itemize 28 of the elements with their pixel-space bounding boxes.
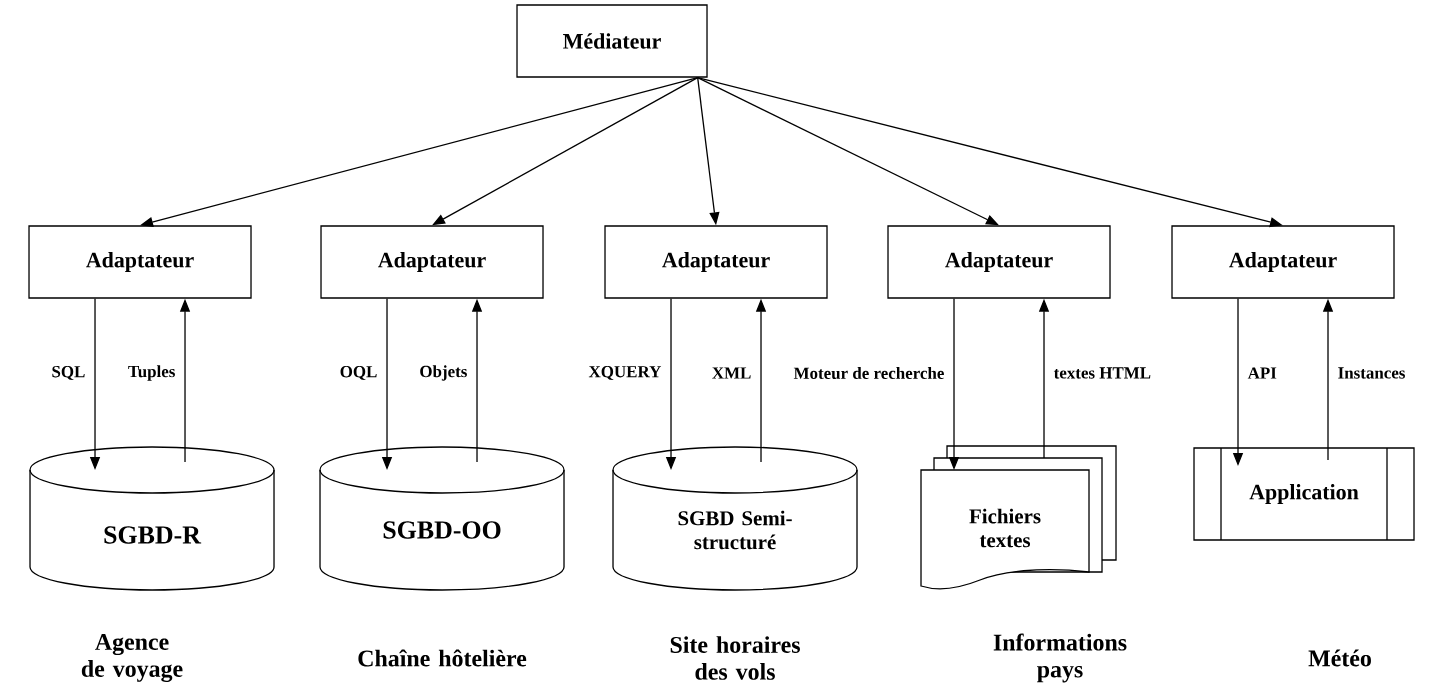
caption: Site horaires des vols (670, 636, 800, 680)
edge-label: SQL (52, 366, 85, 380)
document-stack: Fichiers textes (920, 445, 1117, 590)
caption: Informations pays (993, 633, 1127, 683)
caption: Chaîne hôtelière (358, 649, 527, 667)
adapter-box: Adaptateur (604, 225, 828, 299)
edge-label: XML (712, 367, 751, 379)
arrow (697, 77, 999, 226)
database-cylinder: SGBD-OO (319, 446, 565, 591)
edge-label: OQL (340, 366, 377, 380)
edge-label: API (1247, 367, 1277, 379)
arrow (432, 77, 699, 226)
caption: Météo (1308, 649, 1371, 667)
database-cylinder: SGBD-R (29, 446, 275, 591)
caption: Agence de voyage (81, 634, 183, 682)
adapter-box: Adaptateur (28, 225, 252, 299)
adapter-box: Adaptateur (320, 225, 544, 299)
database-cylinder: SGBD Semi-structuré (612, 446, 858, 591)
process-box: Application (1193, 447, 1415, 541)
adapter-box: Adaptateur (887, 225, 1111, 299)
adapter-box: Adaptateur (1171, 225, 1395, 299)
mediator-box: Médiateur (516, 4, 708, 78)
edge-label: textes HTML (1053, 367, 1151, 379)
edge-label: Tuples (128, 365, 175, 381)
edge-label: Objets (420, 365, 467, 381)
edge-label: Moteur de recherche (793, 367, 944, 379)
edge-label: XQUERY (588, 366, 662, 380)
edge-label: Instances (1338, 367, 1405, 379)
